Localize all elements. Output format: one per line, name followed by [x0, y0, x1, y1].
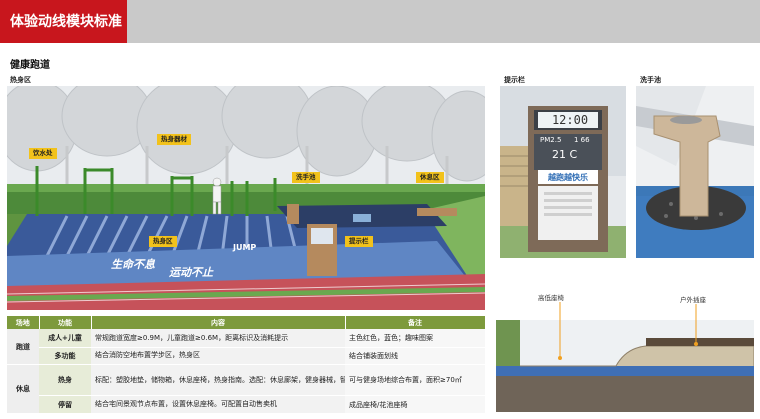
table-cell-content: 标配：塑胶地垫，储物箱，休息座椅，热身指南。选配：休息廊架，健身器械，智能监测，… [91, 364, 345, 397]
wash-panel-label: 洗手池 [640, 76, 661, 84]
sign-clock: 12:00 [551, 113, 589, 127]
table-header-note: 备注 [345, 316, 486, 330]
spec-table: 场地 功能 内容 备注 跑道 成人+儿童 常规跑道宽度≥0.9M，儿童跑道≥0.… [7, 316, 486, 414]
sign-temp: 21 C [552, 148, 578, 161]
svg-text:生命不息: 生命不息 [111, 258, 156, 271]
tag-water: 饮水处 [29, 148, 57, 159]
table-cell-group: 休息 [7, 364, 39, 414]
sign-panel-label: 提示栏 [504, 76, 525, 84]
table-cell-group: 跑道 [7, 329, 39, 366]
table-header-site: 场地 [7, 316, 40, 330]
sign-board-panel: 12:00 PM2.5 1 66 21 C 越跑越快乐 [500, 86, 626, 258]
svg-text:运动不止: 运动不止 [169, 266, 214, 279]
tag-equipment: 热身器材 [157, 134, 191, 145]
warmup-area-illustration: JUMP 生命不息 运动不止 饮水处 热身器材 洗手池 休息区 热身区 提示栏 [7, 86, 485, 310]
table-cell-content: 常规跑道宽度≥0.9M，儿童跑道≥0.6M，距离标识及消耗提示 [91, 329, 345, 348]
sign-pm-value: 1 66 [574, 136, 590, 144]
section-title: 健康跑道 [10, 60, 50, 71]
page-title: 体验动线模块标准 [10, 14, 122, 30]
seat-section-panel: 高低座椅 户外插座 [496, 288, 754, 412]
table-header-row: 场地 功能 内容 备注 [7, 316, 486, 330]
sign-slogan: 越跑越快乐 [548, 173, 588, 182]
bench-icon [287, 204, 457, 224]
tag-warmup: 热身区 [149, 236, 177, 247]
wash-basin-panel [636, 86, 754, 258]
table-cell-content: 结合宅间景观节点布置，设置休息座椅。可配置自动售卖机 [91, 395, 345, 414]
table-cell-note: 主色红色，蓝色；趣味图案 [345, 329, 485, 348]
table-cell-func: 成人+儿童 [39, 329, 91, 348]
fitness-equipment-icon [35, 166, 277, 216]
table-cell-content: 结合消防空地布置学步区，热身区 [91, 347, 345, 366]
callout-socket: 户外插座 [680, 296, 706, 304]
table-row: 停留 结合宅间景观节点布置，设置休息座椅。可配置自动售卖机 成品座椅/花池座椅 [7, 395, 485, 414]
table-cell-note: 可与健身场地综合布置，面积≥70㎡ [345, 364, 485, 397]
table-header-content: 内容 [91, 316, 346, 330]
sign-pm-label: PM2.5 [540, 136, 562, 144]
tag-sign: 提示栏 [345, 236, 373, 247]
sink-icon [653, 115, 721, 217]
table-cell-func: 热身 [39, 364, 91, 397]
sign-board-icon [307, 224, 337, 276]
table-cell-func: 停留 [39, 395, 91, 414]
tag-sink: 洗手池 [292, 172, 320, 183]
table-cell-note: 成品座椅/花池座椅 [345, 395, 485, 414]
table-cell-func: 多功能 [39, 347, 91, 366]
table-row: 休息 热身 标配：塑胶地垫，储物箱，休息座椅，热身指南。选配：休息廊架，健身器械… [7, 364, 485, 414]
table-row: 跑道 成人+儿童 常规跑道宽度≥0.9M，儿童跑道≥0.6M，距离标识及消耗提示… [7, 329, 485, 366]
title-box: 体验动线模块标准 [0, 0, 127, 43]
svg-text:JUMP: JUMP [232, 243, 256, 252]
main-panel-label: 热身区 [10, 76, 31, 84]
callout-seat: 高低座椅 [538, 294, 564, 302]
tree-icon [7, 86, 485, 182]
table-header-function: 功能 [39, 316, 92, 330]
table-row: 多功能 结合消防空地布置学步区，热身区 结合铺装面划线 [7, 347, 485, 366]
tag-rest: 休息区 [416, 172, 444, 183]
table-cell-note: 结合铺装面划线 [345, 347, 485, 366]
